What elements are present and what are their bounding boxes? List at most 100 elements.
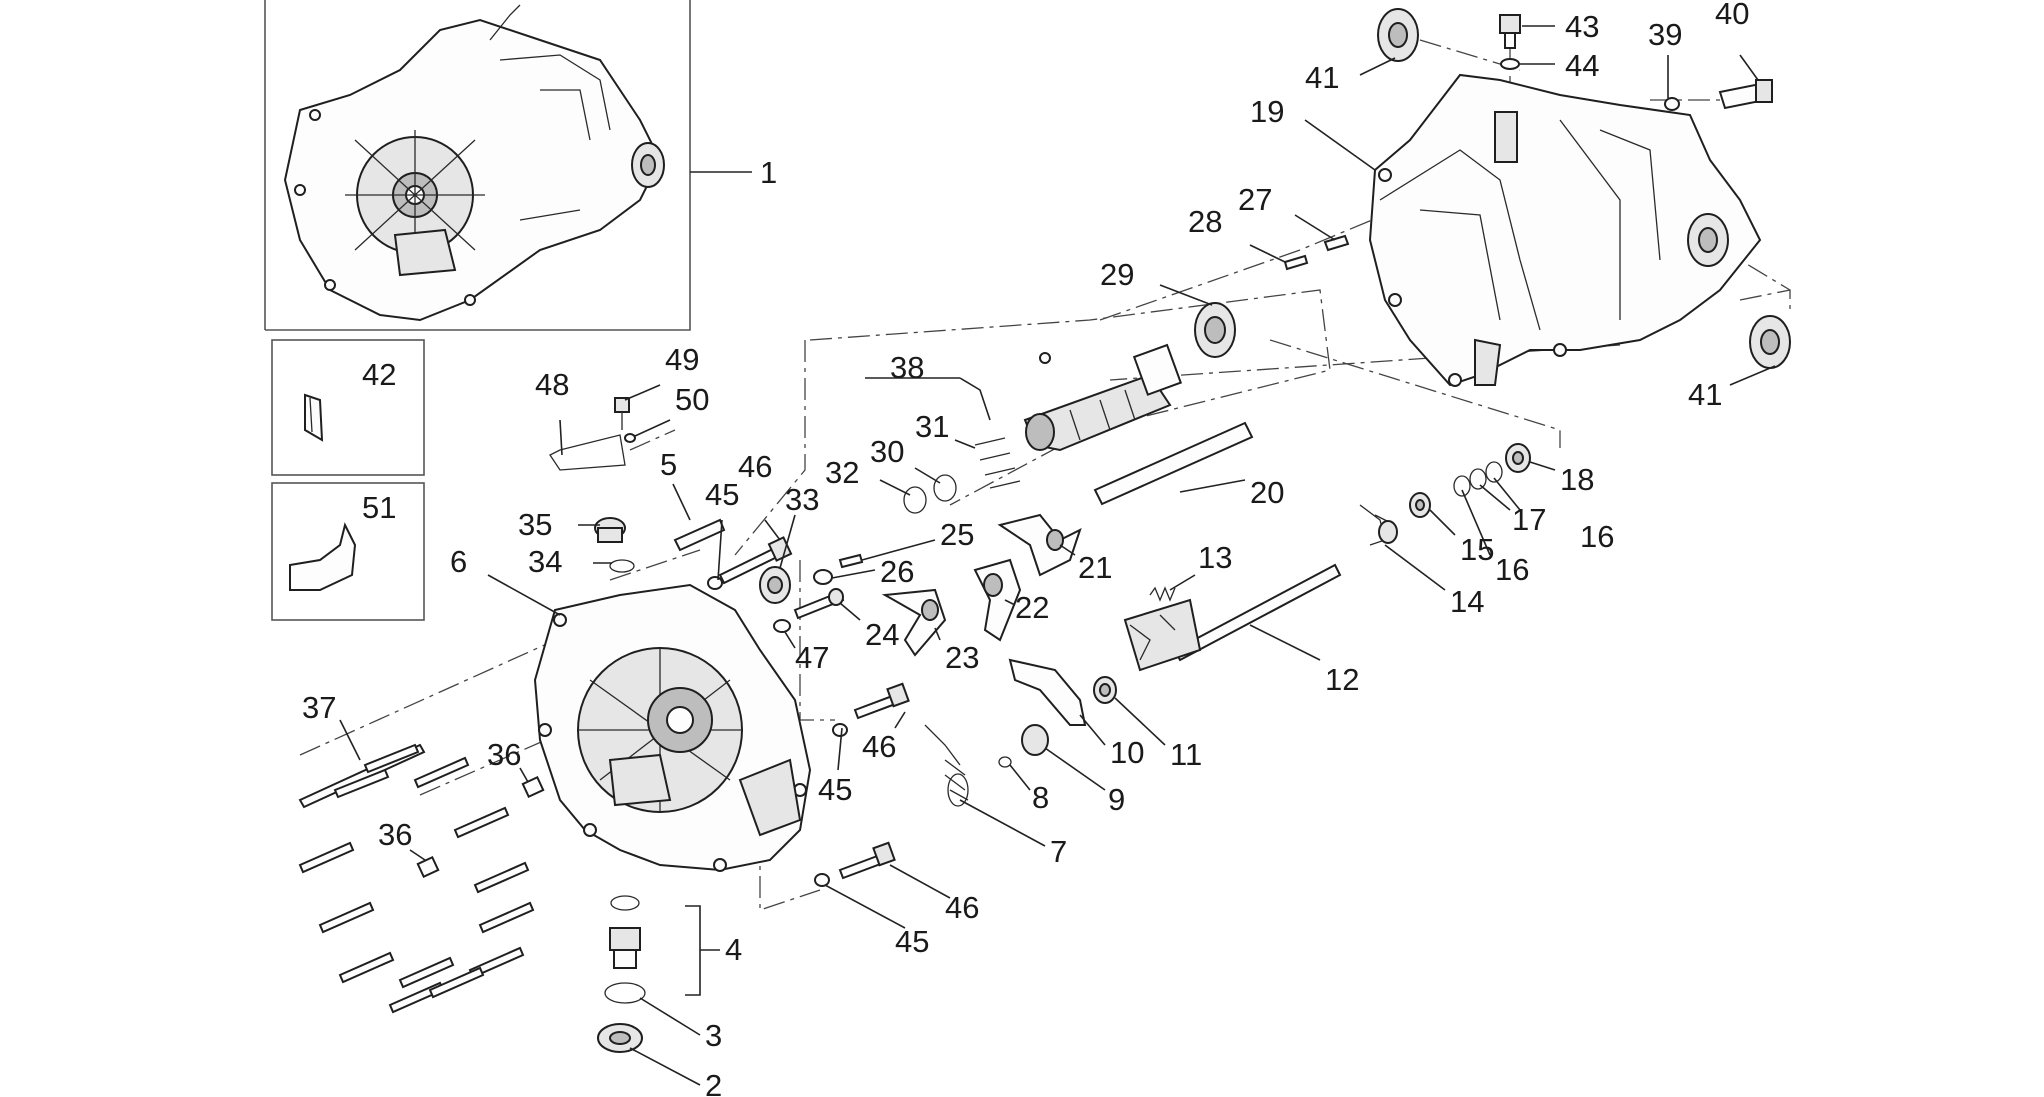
part-24-pin bbox=[793, 588, 845, 620]
part-34-oring bbox=[609, 559, 635, 573]
part-27-pin bbox=[1323, 234, 1350, 252]
callout-2: 2 bbox=[705, 1068, 722, 1097]
callout-36-lower: 36 bbox=[378, 817, 412, 852]
callout-9: 9 bbox=[1108, 782, 1125, 817]
callout-labels: 1 2 3 4 5 6 7 8 9 10 11 12 13 14 15 16 1… bbox=[302, 0, 1749, 1097]
callout-36-upper: 36 bbox=[487, 737, 521, 772]
callout-12: 12 bbox=[1325, 662, 1359, 697]
callout-5: 5 bbox=[660, 447, 677, 482]
callout-45-top: 45 bbox=[705, 477, 739, 512]
callout-21: 21 bbox=[1078, 550, 1112, 585]
part-45-washer-top bbox=[707, 576, 723, 590]
callout-49: 49 bbox=[665, 342, 699, 377]
part-36-dowel-a bbox=[521, 775, 545, 799]
callout-19: 19 bbox=[1250, 94, 1284, 129]
callout-43: 43 bbox=[1565, 9, 1599, 44]
callout-14: 14 bbox=[1450, 584, 1484, 619]
callout-35: 35 bbox=[518, 507, 552, 542]
callout-51: 51 bbox=[362, 490, 396, 525]
part-49-screw bbox=[614, 397, 630, 430]
part-37-bolts bbox=[298, 743, 535, 1014]
part-45-washer-mid bbox=[832, 723, 848, 737]
part-41-bearing-top bbox=[1377, 8, 1419, 62]
part-7-spring bbox=[924, 724, 969, 807]
part-33-bearing bbox=[759, 566, 791, 604]
part-47-washer bbox=[773, 619, 791, 633]
part-50-washer bbox=[624, 433, 636, 443]
part-26-washer bbox=[813, 569, 833, 585]
callout-37: 37 bbox=[302, 690, 336, 725]
part-40-sensor bbox=[1718, 79, 1773, 110]
callout-1: 1 bbox=[760, 155, 777, 190]
callout-26: 26 bbox=[880, 554, 914, 589]
part-4-drain-plug bbox=[609, 895, 641, 969]
part-44-washer bbox=[1500, 58, 1520, 70]
part-46-bolt-mid bbox=[853, 682, 910, 720]
callout-32: 32 bbox=[825, 455, 859, 490]
callout-11: 11 bbox=[1170, 737, 1202, 772]
callout-6: 6 bbox=[450, 544, 467, 579]
part-14-spring bbox=[1359, 504, 1398, 546]
part-30-ring bbox=[933, 474, 957, 502]
callout-40: 40 bbox=[1715, 0, 1749, 31]
callout-41-bottom: 41 bbox=[1688, 377, 1722, 412]
part-35-plug bbox=[594, 517, 626, 543]
callout-4: 4 bbox=[725, 932, 742, 967]
callout-13: 13 bbox=[1198, 540, 1232, 575]
part-20-rod bbox=[1093, 421, 1254, 506]
callout-16-lower: 16 bbox=[1495, 552, 1529, 587]
part-25-screw bbox=[838, 553, 864, 569]
part-41-bearing-right bbox=[1749, 315, 1791, 369]
part-22-fork bbox=[973, 558, 1022, 642]
part-3-oring bbox=[604, 982, 646, 1004]
callout-50: 50 bbox=[675, 382, 709, 417]
callout-46-mid: 46 bbox=[862, 729, 896, 764]
part-6-cover-housing bbox=[533, 583, 812, 872]
part-13-spring bbox=[1149, 586, 1176, 602]
part-9-roller bbox=[1021, 724, 1049, 756]
part-16-ring-a bbox=[1485, 461, 1503, 483]
part-16-ring-b bbox=[1453, 475, 1471, 497]
callout-41-top: 41 bbox=[1305, 60, 1339, 95]
callout-23: 23 bbox=[945, 640, 979, 675]
part-11-washer bbox=[1093, 676, 1117, 704]
inset-box-51 bbox=[271, 482, 425, 621]
callout-46-top: 46 bbox=[738, 449, 772, 484]
callout-15: 15 bbox=[1460, 532, 1494, 567]
part-29-bearing bbox=[1194, 302, 1236, 358]
callout-38: 38 bbox=[890, 350, 924, 385]
part-48-wire bbox=[549, 434, 626, 471]
part-46-bolt-low bbox=[838, 841, 896, 880]
callout-45-mid: 45 bbox=[818, 772, 852, 807]
callout-24: 24 bbox=[865, 617, 899, 652]
callout-7: 7 bbox=[1050, 834, 1067, 869]
callout-29: 29 bbox=[1100, 257, 1134, 292]
part-18-seal bbox=[1505, 443, 1531, 473]
callout-47: 47 bbox=[795, 640, 829, 675]
part-21-fork bbox=[997, 513, 1082, 577]
part-42-clip bbox=[304, 393, 324, 442]
part-2-cap bbox=[597, 1023, 643, 1053]
part-39-washer bbox=[1664, 97, 1680, 111]
part-15-bushing bbox=[1409, 492, 1431, 518]
callout-33: 33 bbox=[785, 482, 819, 517]
callout-22: 22 bbox=[1015, 590, 1049, 625]
part-1-gearbox-assembly bbox=[283, 4, 665, 322]
part-45-washer-low bbox=[814, 873, 830, 887]
part-17-ring bbox=[1469, 468, 1487, 490]
callout-17: 17 bbox=[1512, 502, 1546, 537]
callout-25: 25 bbox=[940, 517, 974, 552]
assembly-inset-frame bbox=[264, 0, 691, 331]
callout-16-upper: 16 bbox=[1580, 519, 1614, 554]
callout-27: 27 bbox=[1238, 182, 1272, 217]
callout-18: 18 bbox=[1560, 462, 1594, 497]
part-43-sensor bbox=[1499, 14, 1521, 49]
part-19-housing bbox=[1368, 73, 1762, 387]
part-8-circlip bbox=[998, 756, 1012, 768]
leader-lines bbox=[339, 25, 1776, 1086]
part-31-pins bbox=[974, 437, 1021, 489]
callout-44: 44 bbox=[1565, 48, 1599, 83]
callout-30: 30 bbox=[870, 434, 904, 469]
part-28-screw bbox=[1283, 254, 1309, 271]
